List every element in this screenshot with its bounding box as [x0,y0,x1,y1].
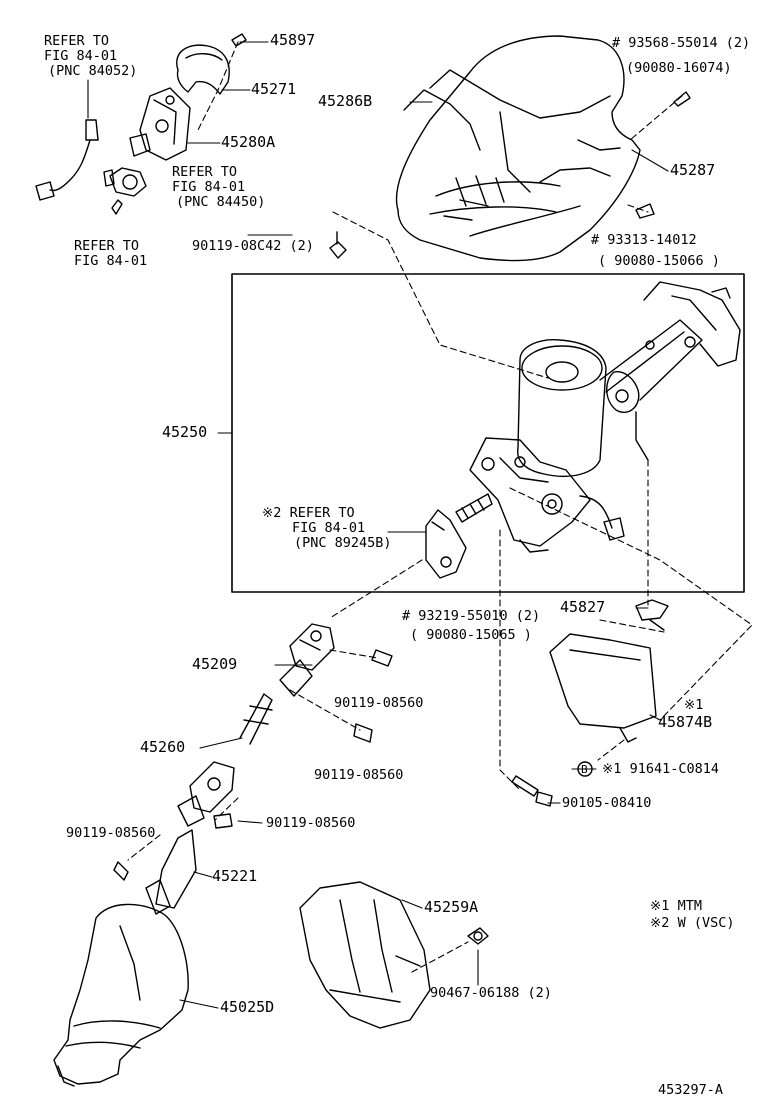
steering-sensor [425,509,467,579]
bolt-90105-08410: 90105-08410 [562,795,652,811]
part-45827: 45827 [560,598,606,616]
part-45897: 45897 [270,31,316,49]
shaft-bolts [113,649,393,881]
pn-90080-15065: ( 90080-15065 ) [410,627,532,643]
bolt-90467-06188: 90467-06188 (2) [430,985,552,1001]
ref-84450-line3: (PNC 84450) [176,194,266,210]
pn-90080-16074: (90080-16074) [626,60,732,76]
part-45250: 45250 [162,423,208,441]
ref-fig84-line2: FIG 84-01 [74,253,148,269]
part-45874b: 45874B [658,713,713,731]
bolt-90119-08560-a: 90119-08560 [334,695,424,711]
ref-84052-line3: (PNC 84052) [48,63,138,79]
part-45025d: 45025D [220,998,275,1016]
part-45280a: 45280A [221,133,276,151]
pn-91641-c0814: ※1 91641-C0814 [602,761,719,777]
clip-90467 [467,927,489,945]
part-45287: 45287 [670,161,716,179]
part-45271: 45271 [251,80,297,98]
leader-lines [87,41,669,1009]
circle-b-letter: B [581,763,588,776]
ref-84450-line1: REFER TO [172,164,238,180]
bracket-45827 [635,599,669,631]
pn-93219-55010: # 93219-55010 (2) [402,608,541,624]
circle-b-marker [577,761,593,777]
legend-w-vsc: ※2 W (VSC) [650,915,735,931]
column-assembly [455,281,741,553]
figure-id: 453297-A [658,1082,724,1098]
bolt-90119-08560-d: 90119-08560 [266,815,356,831]
column-covers [395,35,641,262]
legend-mtm: ※1 MTM [650,898,702,914]
ref-89245b-line3: (PNC 89245B) [294,535,392,551]
cover-screws [329,91,691,259]
ref-84052-line1: REFER TO [44,33,110,49]
bolt-90119-08c42: 90119-08C42 (2) [192,238,314,254]
cover-45874b [549,633,657,743]
bolt-90119-08560-b: 90119-08560 [314,767,404,783]
bolt-90119-08560-c: 90119-08560 [66,825,156,841]
switch-assembly [35,33,247,215]
boot-45025d [53,903,189,1087]
pn-93568-55014: # 93568-55014 (2) [612,35,751,51]
cover-45259a [299,881,431,1029]
pn-90080-15066: ( 90080-15066 ) [598,253,720,269]
part-45259a: 45259A [424,898,479,916]
part-45260: 45260 [140,738,186,756]
ref-fig84-line1: REFER TO [74,238,140,254]
dashed-lines [127,41,753,973]
pn-93313-14012: # 93313-14012 [591,232,697,248]
ref-89245b-line1: ※2 REFER TO [262,505,355,521]
part-45209: 45209 [192,655,238,673]
bolt-90105 [511,775,553,807]
ref-84450-line2: FIG 84-01 [172,179,246,195]
ref-84052-line2: FIG 84-01 [44,48,118,64]
joint-45221 [145,829,197,915]
note-x1: ※1 [684,697,704,713]
intermediate-shaft [177,623,335,827]
ref-89245b-line2: FIG 84-01 [292,520,366,536]
part-45286b: 45286B [318,92,373,110]
part-45221: 45221 [212,867,258,885]
